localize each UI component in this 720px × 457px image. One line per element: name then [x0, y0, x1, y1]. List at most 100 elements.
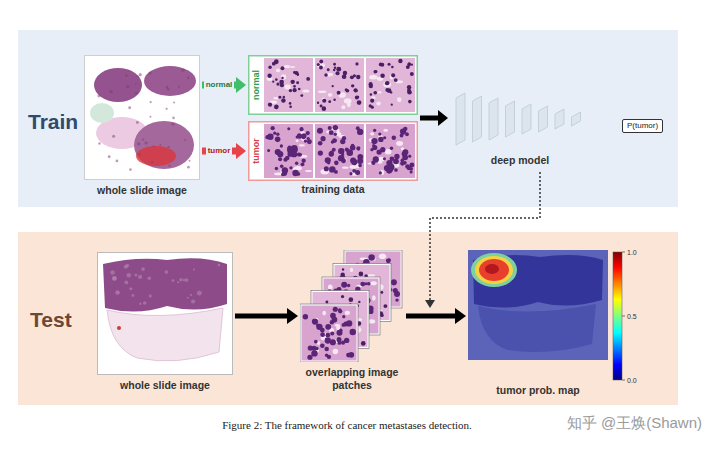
nucleus	[325, 337, 331, 343]
nucleus	[346, 89, 350, 93]
tissue-speck	[137, 142, 140, 145]
tissue-speck	[189, 160, 191, 162]
label-holder: 0.5	[627, 312, 637, 321]
tissue-space	[294, 166, 302, 170]
figure-label: whole slide image	[84, 184, 200, 197]
nucleus	[393, 158, 399, 164]
nucleus	[300, 94, 303, 97]
colorbar	[613, 252, 622, 380]
image-patch	[300, 304, 358, 362]
map-tissue	[473, 255, 603, 307]
nucleus	[317, 102, 319, 104]
nucleus	[293, 85, 296, 88]
patch-row-frame	[248, 55, 418, 115]
tissue-space	[367, 274, 375, 277]
nucleus	[385, 81, 389, 85]
nucleus	[268, 103, 272, 107]
nucleus	[337, 91, 341, 95]
nucleus	[328, 100, 331, 103]
nucleus	[391, 279, 397, 285]
tissue-speck	[187, 77, 190, 80]
nucleus	[388, 63, 391, 66]
nucleus	[287, 127, 290, 130]
nucleus	[308, 345, 313, 350]
nucleus	[371, 106, 374, 109]
nucleus	[281, 77, 283, 79]
normal-patch-row: normal	[248, 55, 418, 115]
nucleus	[283, 96, 286, 99]
nucleus	[281, 173, 285, 177]
nucleus	[332, 138, 337, 143]
tissue	[94, 68, 142, 102]
nucleus	[289, 102, 292, 105]
colorbar-tick	[622, 316, 625, 317]
tissue-speck	[165, 270, 169, 274]
nucleus	[364, 282, 367, 285]
nucleus	[307, 139, 312, 144]
nucleus	[297, 172, 301, 176]
nucleus	[327, 355, 331, 359]
nucleus	[346, 320, 352, 326]
tissue-space	[290, 66, 295, 68]
nucleus	[373, 70, 376, 73]
tissue-speck	[134, 274, 137, 277]
tissue-speck	[149, 116, 151, 118]
nucleus	[276, 133, 279, 136]
nucleus	[333, 99, 336, 102]
nucleus	[391, 66, 394, 69]
nucleus	[380, 73, 385, 78]
probability-rim	[471, 253, 517, 287]
nucleus	[274, 59, 279, 64]
nucleus	[341, 153, 344, 156]
tissue-speck	[181, 69, 184, 72]
nucleus	[355, 62, 358, 65]
tissue-space	[318, 90, 327, 93]
nucleus	[276, 82, 279, 85]
nucleus	[398, 59, 402, 63]
nucleus	[370, 93, 373, 96]
tissue-speck	[179, 278, 182, 281]
arrowhead	[287, 308, 298, 324]
tissue-speck	[124, 265, 128, 269]
nucleus	[408, 155, 411, 158]
slide-thumbnail: whole slide image	[84, 55, 200, 197]
nucleus	[353, 74, 356, 77]
nucleus	[370, 99, 374, 103]
arrowhead	[236, 77, 246, 93]
tissue-speck	[149, 71, 152, 74]
nucleus	[325, 324, 331, 330]
tissue-patch	[366, 58, 415, 112]
nucleus	[340, 273, 345, 278]
tissue-speck	[132, 294, 135, 297]
nucleus	[357, 100, 362, 105]
tissue-space	[283, 65, 290, 68]
nucleus	[325, 300, 328, 303]
nucleus	[403, 127, 407, 131]
nucleus	[281, 98, 286, 103]
tissue-space	[322, 311, 326, 316]
nucleus	[390, 146, 393, 149]
tissue-patch	[264, 58, 313, 112]
nucleus	[306, 131, 310, 135]
label-holder: 0.0	[627, 376, 637, 385]
tumor-spot	[117, 326, 121, 330]
nucleus	[337, 341, 341, 345]
nucleus	[346, 149, 353, 156]
figure-label: overlapping image patches	[300, 366, 404, 392]
nucleus	[324, 347, 329, 352]
tissue-speck	[136, 121, 139, 124]
nucleus	[386, 258, 391, 263]
tissue-speck	[112, 135, 115, 138]
nucleus	[274, 105, 278, 109]
nucleus	[341, 341, 345, 345]
network-layer	[456, 93, 465, 145]
nucleus	[373, 91, 377, 95]
train-band: Trainwhole slide imagetraining datanorma…	[18, 30, 678, 207]
tissue-speck	[178, 86, 180, 88]
nucleus	[318, 150, 323, 155]
tissue-speck	[193, 268, 195, 270]
tissue-speck	[172, 117, 175, 120]
colorbar-tick-label: 0.5	[627, 312, 637, 321]
edge-label: normal	[204, 80, 235, 90]
nucleus	[388, 258, 391, 261]
